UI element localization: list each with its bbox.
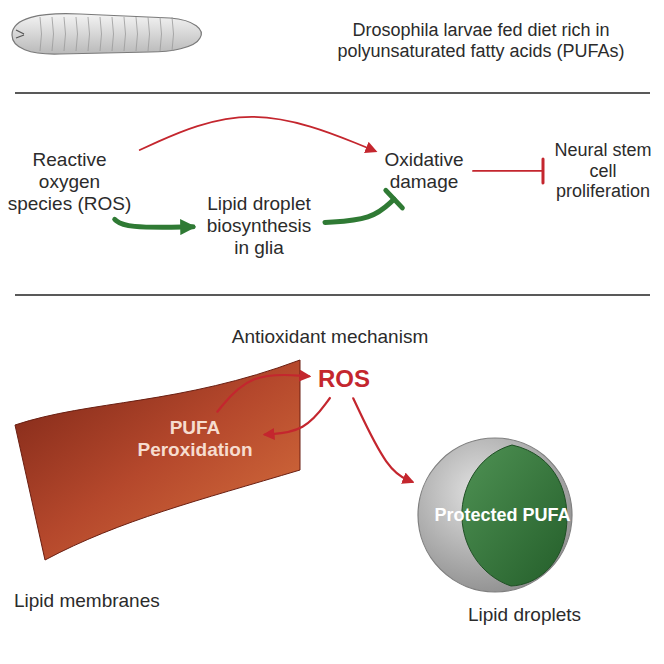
part-label: Lipid membranes [14,590,214,612]
connector-line [325,199,394,222]
process-text-node: Neural stem cell proliferation [548,137,658,205]
larva [12,14,201,54]
connector-line [265,398,330,434]
inhibition-bar [541,159,544,183]
divider-line [15,92,650,94]
lipid-droplet: Protected PUFA [415,435,575,595]
process-text-node: Oxidative damage [378,146,470,196]
inhibition-bar [386,190,402,207]
connector [140,117,375,151]
connector [115,219,193,227]
node-text: Protected PUFA [434,505,570,526]
connector [473,159,543,183]
node-text: Lipid droplet biosynthesis in glia [199,193,319,259]
divider-line [15,294,650,296]
node-text: ROS [315,365,373,393]
connector-line [115,219,193,227]
connector [325,190,402,222]
node-text: Oxidative damage [381,149,467,193]
node-text: Reactive oxygen species (ROS) [5,149,134,215]
header-note: Drosophila larvae fed diet rich in polyu… [308,20,654,61]
ros-node: ROS [312,362,376,396]
membrane-text-node: PUFA Peroxidation [128,414,262,464]
node-text: Neural stem cell proliferation [551,140,655,202]
connector [265,398,330,434]
connector-line [473,170,543,172]
connector-line [140,117,375,151]
connector [353,398,412,481]
part-label: Lipid droplets [468,604,648,626]
process-text-node: Reactive oxygen species (ROS) [2,146,137,218]
connector-line [353,398,412,481]
connector-line [217,375,309,412]
process-text-node: Lipid droplet biosynthesis in glia [196,190,322,262]
section-heading: Antioxidant mechanism [200,326,460,348]
membrane-sheet [15,360,300,560]
node-text: PUFA Peroxidation [131,417,259,461]
connector [217,375,309,412]
